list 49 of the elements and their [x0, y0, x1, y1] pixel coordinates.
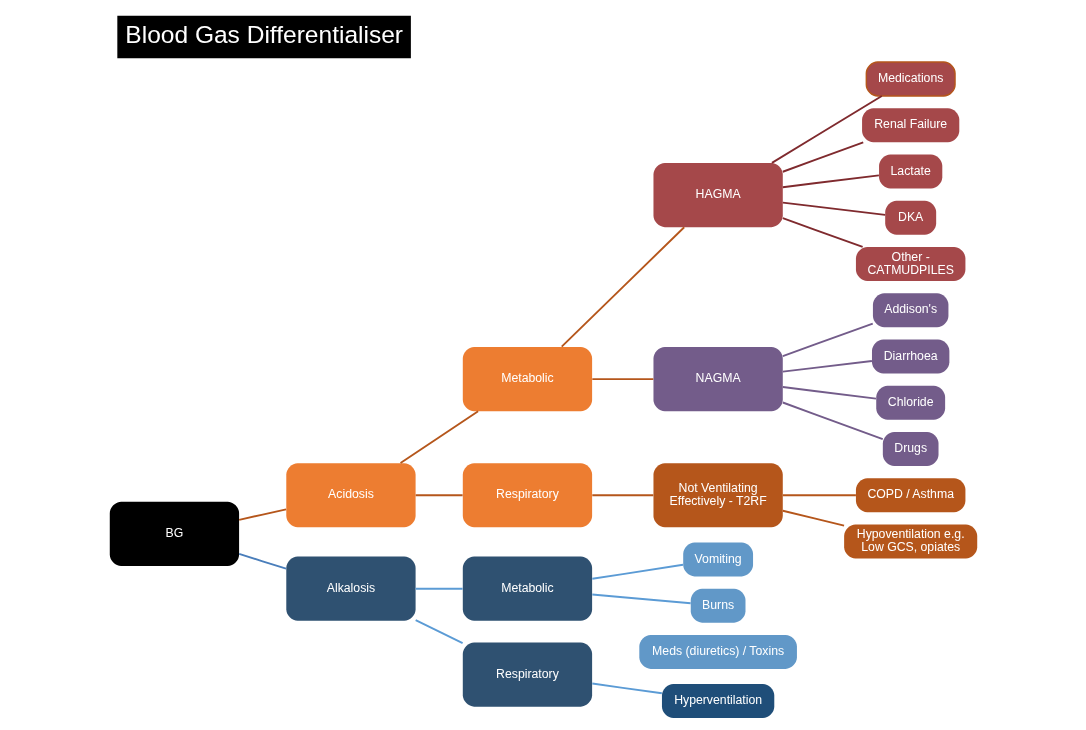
node-box: Medications: [865, 61, 956, 97]
connector: [590, 593, 692, 605]
node-box: Respiratory: [462, 463, 592, 528]
connector: [781, 360, 873, 373]
node-box: Lactate: [878, 154, 942, 189]
node-box: Drugs: [882, 432, 938, 466]
node-box: NAGMA: [652, 347, 783, 412]
node-box: Diarrhoea: [871, 339, 949, 374]
connector: [590, 563, 684, 580]
node-box: Vomiting: [682, 542, 753, 577]
node-box: Respiratory: [462, 642, 592, 707]
connector: [590, 682, 663, 695]
node-box: Other - CATMUDPILES: [855, 247, 965, 281]
node-box: Metabolic: [462, 347, 592, 412]
connector: [781, 217, 864, 248]
connector: [781, 494, 857, 497]
connector: [781, 322, 874, 358]
connector: [781, 509, 845, 527]
node-box: Renal Failure: [861, 108, 959, 143]
connector: [590, 378, 654, 381]
node-box: Hyperventilation: [661, 684, 774, 718]
node-box: Metabolic: [462, 556, 592, 621]
connector: [781, 141, 864, 173]
node-box: Addison's: [872, 293, 948, 328]
node-box: Chloride: [875, 385, 945, 420]
connector: [781, 174, 880, 189]
connector: [414, 587, 464, 590]
connector: [770, 95, 883, 164]
connector: [590, 494, 654, 497]
connector: [560, 226, 685, 348]
node-box: HAGMA: [652, 163, 783, 228]
connector: [781, 201, 886, 216]
node-box: Not Ventilating Effectively - T2RF: [652, 463, 783, 528]
node-box: BG: [109, 501, 239, 567]
node-box: COPD / Asthma: [855, 478, 965, 513]
node-box: DKA: [884, 200, 936, 235]
connector: [414, 494, 464, 497]
node-box: Burns: [690, 588, 745, 623]
node-box: Hypoventilation e.g. Low GCS, opiates: [843, 524, 977, 559]
connector: [399, 410, 479, 464]
connector: [781, 401, 884, 441]
node-box: Meds (diuretics) / Toxins: [638, 634, 797, 669]
connector: [237, 553, 287, 570]
connector: [781, 386, 877, 400]
node-box: Acidosis: [285, 463, 416, 528]
node-box: Alkalosis: [285, 556, 416, 621]
connector: [414, 619, 464, 645]
diagram-title: Blood Gas Differentialiser: [124, 21, 403, 49]
connector: [237, 508, 287, 521]
